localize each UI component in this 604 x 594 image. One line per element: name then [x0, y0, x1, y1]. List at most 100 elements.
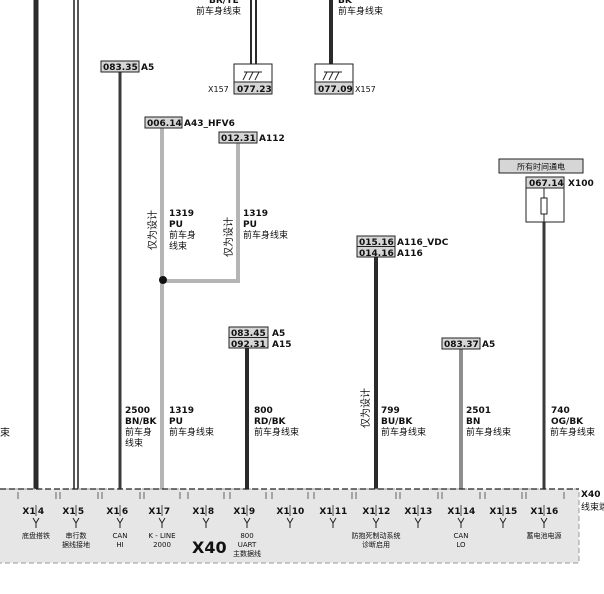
fuse-icon — [540, 197, 548, 215]
wire-label-1319b: 1319 PU 前车身线束 — [243, 209, 288, 241]
top-wire-left-harness: 前车身线束 — [196, 5, 241, 17]
pin-connector-label: X1 — [530, 507, 543, 517]
svg-text:1319: 1319 — [169, 406, 194, 416]
svg-text:BN/BK: BN/BK — [125, 417, 158, 427]
pin-connector-label: X1 — [489, 507, 502, 517]
svg-text:006.14: 006.14 — [147, 119, 182, 129]
svg-text:1319: 1319 — [169, 209, 194, 219]
pin-number: 13 — [420, 507, 433, 517]
svg-text:线束: 线束 — [169, 240, 187, 252]
left-edge-text: 束 — [0, 427, 10, 439]
svg-text:067.14: 067.14 — [529, 179, 564, 189]
pin-function: 底盘搭铁 — [22, 531, 50, 540]
pin-terminal-icon — [116, 517, 124, 528]
svg-text:A116: A116 — [397, 249, 423, 259]
pin-number: 11 — [335, 507, 348, 517]
ground-code: 077.09 — [318, 85, 353, 95]
svg-text:A15: A15 — [272, 340, 292, 350]
pin-divider — [399, 492, 439, 499]
svg-text:A5: A5 — [272, 329, 285, 339]
wire-label-799: 799 BU/BK 前车身线束 — [381, 406, 426, 438]
svg-text:所有时间通电: 所有时间通电 — [517, 162, 565, 172]
svg-text:740: 740 — [551, 406, 570, 416]
svg-text:前车身: 前车身 — [169, 229, 196, 241]
svg-text:A112: A112 — [259, 134, 285, 144]
ref-083-35: 083.35 A5 — [100, 60, 154, 73]
pin-divider — [484, 492, 523, 499]
pin-connector-label: X1 — [404, 507, 417, 517]
svg-text:2501: 2501 — [466, 406, 491, 416]
svg-text:799: 799 — [381, 406, 400, 416]
top-wire-left-color: BR/YE — [209, 0, 239, 6]
pin-terminal-icon — [202, 517, 210, 528]
svg-text:前车身线束: 前车身线束 — [466, 426, 511, 438]
svg-text:前车身线束: 前车身线束 — [254, 426, 299, 438]
svg-text:PU: PU — [169, 417, 183, 427]
pin-number: 8 — [208, 507, 214, 517]
pin-number: 9 — [249, 507, 255, 517]
pin-terminal-icon — [372, 517, 380, 528]
ground-suffix: X157 — [355, 85, 376, 94]
pin-divider — [313, 492, 353, 499]
svg-text:083.37: 083.37 — [444, 340, 479, 350]
pin-connector-label: X1 — [106, 507, 119, 517]
pin-connector-label: X1 — [319, 507, 332, 517]
pin-function: 诊断启用 — [362, 540, 390, 549]
pin-divider — [187, 492, 225, 499]
pin-connector-label: X1 — [62, 507, 75, 517]
top-wire-right-color: BK — [338, 0, 353, 6]
pin-number: 12 — [378, 507, 391, 517]
pin-function: 2000 — [153, 541, 171, 549]
svg-text:前车身线束: 前车身线束 — [381, 426, 426, 438]
wire-label-2501: 2501 BN 前车身线束 — [466, 406, 511, 438]
ref-012-31: 012.31 A112 — [218, 131, 285, 144]
power-label-box: 所有时间通电 — [498, 158, 584, 174]
ground-code: 077.23 — [237, 85, 272, 95]
pin-number: 4 — [38, 507, 44, 517]
pin-terminal-icon — [414, 517, 422, 528]
svg-text:A5: A5 — [482, 340, 495, 350]
pin-divider — [59, 492, 99, 499]
svg-text:2500: 2500 — [125, 406, 150, 416]
fuse-block: 067.14 — [525, 176, 565, 223]
svg-text:800: 800 — [254, 406, 273, 416]
pin-terminal-icon — [457, 517, 465, 528]
pin-divider — [525, 492, 565, 499]
wire-pin5 — [73, 0, 79, 492]
connector-side-sub: 线束端 — [581, 501, 604, 513]
design-note: 仅为设计 — [359, 388, 372, 428]
splice-dot — [159, 276, 167, 284]
svg-text:前车身线束: 前车身线束 — [169, 426, 214, 438]
pin-number: 16 — [546, 507, 559, 517]
pin-terminal-icon — [158, 517, 166, 528]
pin-number: 7 — [164, 507, 170, 517]
pin-function: 串行数 — [66, 531, 87, 540]
pin-terminal-icon — [243, 517, 251, 528]
pin-terminal-icon — [540, 517, 548, 528]
pin-function: K - LINE — [148, 532, 175, 540]
design-note: 仅为设计 — [222, 217, 235, 257]
pin-divider — [441, 492, 481, 499]
svg-text:BN: BN — [466, 417, 480, 427]
pin-number: 10 — [292, 507, 305, 517]
ref-083-45: 083.45 092.31 A5 A15 — [228, 326, 292, 350]
svg-text:092.31: 092.31 — [231, 340, 266, 350]
svg-text:012.31: 012.31 — [221, 134, 256, 144]
pin-divider — [143, 492, 181, 499]
pin-function: 蓄电池电源 — [527, 531, 562, 540]
pin-connector-label: X1 — [276, 507, 289, 517]
pin-number: 6 — [122, 507, 128, 517]
pin-number: 14 — [463, 507, 476, 517]
pin-terminal-icon — [72, 517, 80, 528]
pin-function: 据线接地 — [62, 540, 90, 549]
svg-text:083.35: 083.35 — [103, 63, 138, 73]
svg-text:A43_HFV6: A43_HFV6 — [184, 119, 235, 129]
svg-text:线束: 线束 — [125, 437, 143, 449]
pin-connector-label: X1 — [22, 507, 35, 517]
svg-text:PU: PU — [243, 220, 257, 230]
svg-text:083.45: 083.45 — [231, 329, 266, 339]
svg-text:RD/BK: RD/BK — [254, 417, 287, 427]
svg-text:前车身线束: 前车身线束 — [550, 426, 595, 438]
